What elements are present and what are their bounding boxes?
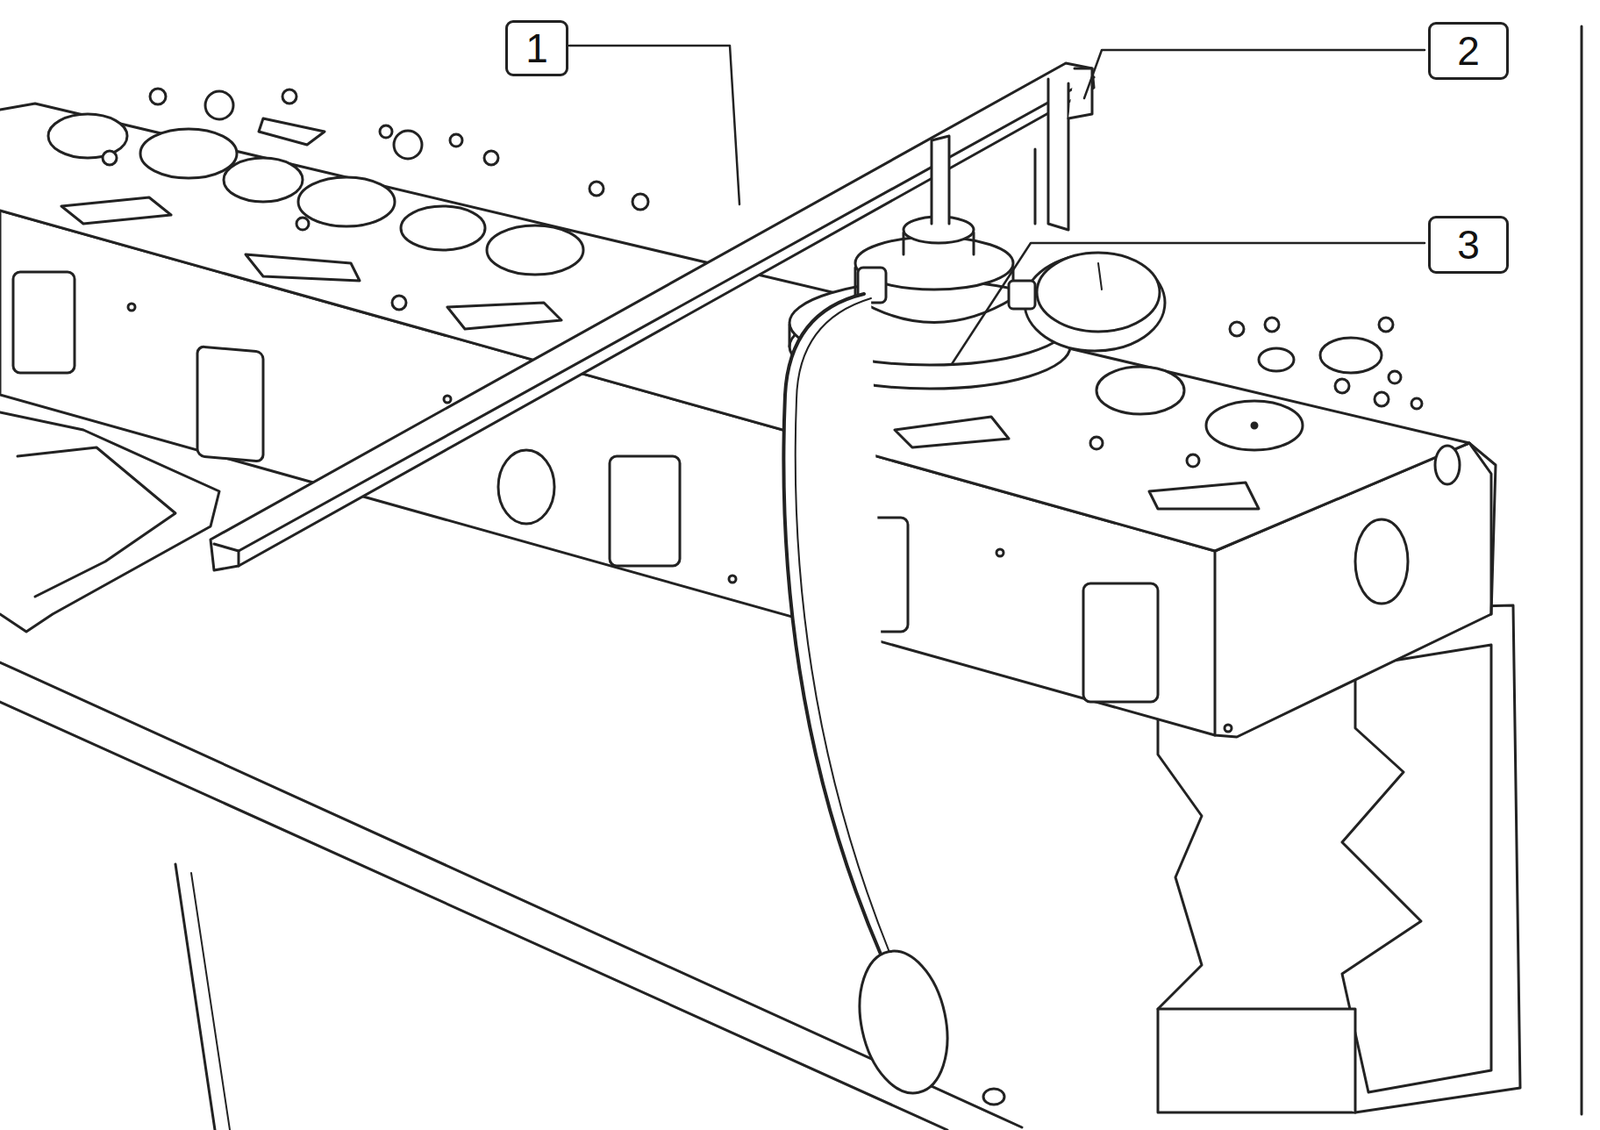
callout-number: 1	[505, 20, 569, 77]
test-adapter	[783, 135, 1165, 1105]
callout-number: 3	[1428, 215, 1509, 274]
cylinder-head	[0, 88, 1496, 737]
frame-line	[1580, 26, 1584, 1115]
leader-lines	[569, 45, 1425, 365]
clamp-bar	[210, 63, 1094, 571]
callout-number: 2	[1428, 21, 1509, 80]
